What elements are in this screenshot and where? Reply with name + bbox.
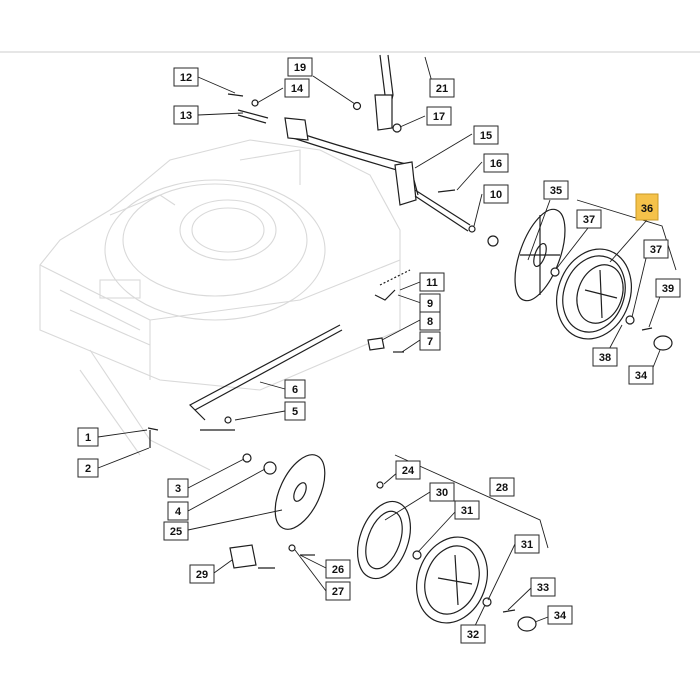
callout-16: 16 bbox=[483, 153, 509, 173]
callout-33: 33 bbox=[530, 577, 556, 597]
svg-text:6: 6 bbox=[292, 384, 298, 396]
callout-10: 10 bbox=[483, 184, 509, 204]
callout-24: 24 bbox=[395, 460, 421, 480]
callout-5: 5 bbox=[284, 401, 306, 421]
callout-32: 32 bbox=[460, 624, 486, 644]
svg-text:34: 34 bbox=[635, 370, 648, 382]
svg-text:21: 21 bbox=[436, 83, 448, 95]
callout-39: 39 bbox=[655, 278, 681, 298]
callout-1: 1 bbox=[77, 427, 99, 447]
callout-36-highlighted: 36 bbox=[635, 193, 659, 221]
callout-6: 6 bbox=[284, 379, 306, 399]
callout-31-lower: 31 bbox=[514, 534, 540, 554]
callout-13: 13 bbox=[173, 105, 199, 125]
rear-wheel-assembly bbox=[514, 208, 673, 351]
svg-text:5: 5 bbox=[292, 406, 298, 418]
callout-27: 27 bbox=[325, 581, 351, 601]
axle-rods bbox=[147, 269, 411, 448]
svg-text:2: 2 bbox=[85, 463, 91, 475]
svg-text:11: 11 bbox=[426, 277, 438, 289]
svg-text:16: 16 bbox=[490, 158, 502, 170]
callout-4: 4 bbox=[167, 501, 189, 521]
callout-7: 7 bbox=[419, 331, 441, 351]
svg-text:37: 37 bbox=[650, 244, 662, 256]
callout-14: 14 bbox=[284, 78, 310, 98]
callout-37-right: 37 bbox=[643, 239, 669, 259]
callout-34-top: 34 bbox=[628, 365, 654, 385]
svg-text:31: 31 bbox=[521, 539, 533, 551]
svg-text:8: 8 bbox=[427, 316, 433, 328]
callout-21: 21 bbox=[429, 78, 455, 98]
svg-text:30: 30 bbox=[436, 487, 448, 499]
callout-38: 38 bbox=[592, 347, 618, 367]
svg-text:1: 1 bbox=[85, 432, 91, 444]
callout-3: 3 bbox=[167, 478, 189, 498]
front-wheel-assembly bbox=[229, 453, 537, 632]
svg-text:4: 4 bbox=[175, 506, 182, 518]
svg-text:32: 32 bbox=[467, 629, 479, 641]
callout-26: 26 bbox=[325, 559, 351, 579]
callout-19: 19 bbox=[287, 57, 313, 77]
svg-text:9: 9 bbox=[427, 298, 433, 310]
svg-text:34: 34 bbox=[554, 610, 567, 622]
svg-text:10: 10 bbox=[490, 189, 502, 201]
mower-deck-outline bbox=[39, 139, 401, 471]
svg-text:36: 36 bbox=[641, 203, 653, 215]
handle-bracket-assembly bbox=[227, 54, 499, 247]
callout-2: 2 bbox=[77, 458, 99, 478]
svg-text:7: 7 bbox=[427, 336, 433, 348]
callout-12: 12 bbox=[173, 67, 199, 87]
callout-11: 11 bbox=[419, 272, 445, 292]
callout-8: 8 bbox=[419, 311, 441, 331]
svg-text:26: 26 bbox=[332, 564, 344, 576]
svg-text:29: 29 bbox=[196, 569, 208, 581]
callout-35: 35 bbox=[543, 180, 569, 200]
svg-text:12: 12 bbox=[180, 72, 192, 84]
svg-text:25: 25 bbox=[170, 526, 182, 538]
svg-text:37: 37 bbox=[583, 214, 595, 226]
svg-text:13: 13 bbox=[180, 110, 192, 122]
svg-text:19: 19 bbox=[294, 62, 306, 74]
svg-text:31: 31 bbox=[461, 505, 473, 517]
svg-text:17: 17 bbox=[433, 111, 445, 123]
callout-30: 30 bbox=[429, 482, 455, 502]
callout-37-left: 37 bbox=[576, 209, 602, 229]
callout-labels: 12 13 19 14 21 17 15 16 10 35 36 37 37 3… bbox=[77, 57, 681, 644]
svg-text:3: 3 bbox=[175, 483, 181, 495]
callout-9: 9 bbox=[419, 293, 441, 313]
callout-17: 17 bbox=[426, 106, 452, 126]
callout-29: 29 bbox=[189, 564, 215, 584]
callout-25: 25 bbox=[163, 521, 189, 541]
svg-text:24: 24 bbox=[402, 465, 415, 477]
group-brackets bbox=[394, 199, 677, 549]
callout-15: 15 bbox=[473, 125, 499, 145]
svg-text:14: 14 bbox=[291, 83, 304, 95]
callout-28: 28 bbox=[489, 477, 515, 497]
svg-text:27: 27 bbox=[332, 586, 344, 598]
svg-text:33: 33 bbox=[537, 582, 549, 594]
callout-34-bottom: 34 bbox=[547, 605, 573, 625]
svg-text:28: 28 bbox=[496, 482, 508, 494]
callout-31-upper: 31 bbox=[454, 500, 480, 520]
svg-text:39: 39 bbox=[662, 283, 674, 295]
svg-text:35: 35 bbox=[550, 185, 562, 197]
svg-text:15: 15 bbox=[480, 130, 492, 142]
svg-text:38: 38 bbox=[599, 352, 611, 364]
